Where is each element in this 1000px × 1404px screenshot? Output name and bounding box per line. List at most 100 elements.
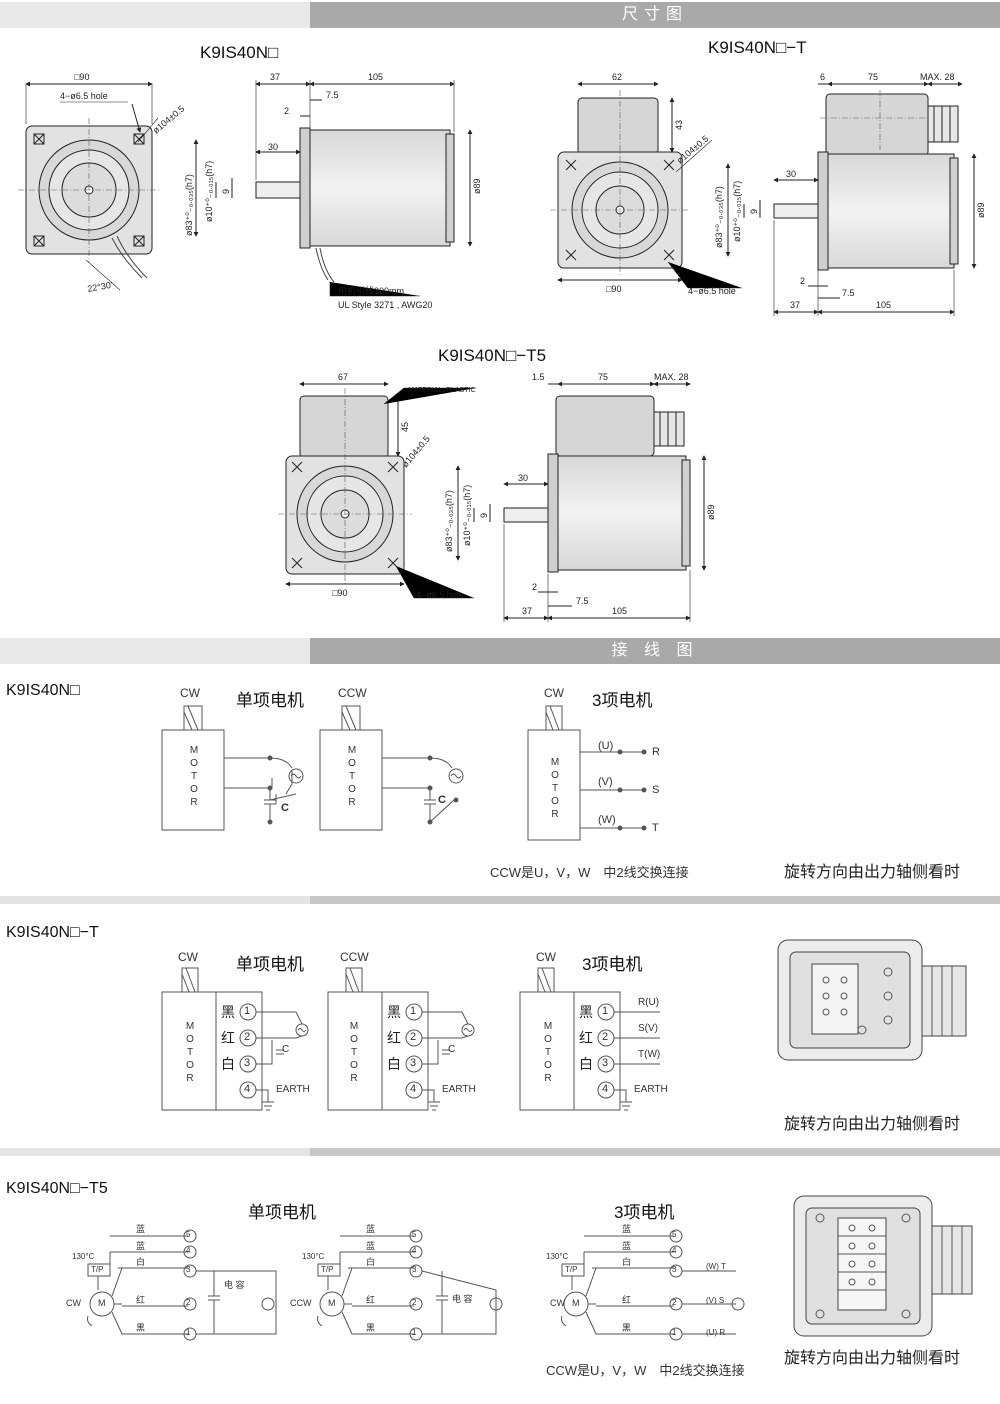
terminal-4: 4 — [412, 1246, 417, 1255]
terminal-w: (W) — [598, 814, 616, 826]
phase-ur: (U) R — [706, 1328, 726, 1337]
tp-label: T/P — [321, 1265, 334, 1274]
capacitor-cn: 电 容 — [452, 1294, 473, 1304]
dim-l75-t5: 7.5 — [576, 596, 589, 606]
terminal-4: 4 — [244, 1083, 251, 1095]
dimensions-header-label: 尺寸图 — [621, 6, 688, 23]
wire-blue: 蓝 — [622, 1241, 632, 1251]
wire-black: 黑 — [136, 1323, 146, 1333]
rotation-note: 旋转方向由出力轴侧看时 — [784, 864, 961, 881]
dim-d89: ø89 — [472, 178, 482, 194]
rotation-note: 旋转方向由出力轴侧看时 — [784, 1116, 961, 1133]
terminal-3: 3 — [244, 1057, 251, 1069]
model-title-t5: K9IS40N□−T5 — [438, 346, 547, 365]
terminal-2: 2 — [412, 1298, 417, 1307]
dim-k9-t: 9 — [749, 209, 759, 214]
wiring-header: 接 线 图 — [0, 638, 1000, 664]
dim-l2-t: 2 — [800, 276, 805, 286]
phase-ru: R(U) — [638, 997, 660, 1008]
motor-m: M — [572, 1298, 580, 1308]
dimensions-header: 尺寸图 — [0, 2, 1000, 28]
wire-black: 黑 — [221, 1004, 235, 1020]
phase-s: S — [652, 784, 660, 796]
dim-lead-cn: 电机引线300mm — [338, 285, 404, 296]
wire-white: 白 — [622, 1257, 632, 1267]
terminal-2: 2 — [672, 1298, 677, 1307]
dim-d10-t5: ø10⁺⁰₋₀.₀₁₅(h7) — [462, 485, 472, 546]
dim-w62: 62 — [612, 72, 622, 82]
dim-hole-t5: 4−ø6.5 hole — [416, 590, 464, 600]
capacitor-label: C — [281, 802, 289, 814]
label-single-motor: 单项电机 — [236, 691, 304, 710]
wire-white: 白 — [221, 1056, 235, 1072]
dim-l30-t: 30 — [786, 169, 796, 179]
terminal-3: 3 — [410, 1057, 417, 1069]
earth-label: EARTH — [276, 1084, 310, 1095]
dim-max28-t5: MAX. 28 — [654, 372, 689, 382]
dim-d83-t: ø83⁺⁰₋₀.₀₃₅(h7) — [714, 186, 724, 248]
temp-label: 130°C — [546, 1252, 569, 1261]
dim-pcd-t: ø104±0.5 — [675, 133, 711, 165]
model-title-base: K9IS40N□ — [200, 43, 279, 62]
front-view-t: 62 43 □90 4−ø6.5 hole ø104±0.5 — [550, 72, 742, 296]
wire-white: 白 — [366, 1257, 376, 1267]
dim-l75b-t5: 75 — [598, 372, 608, 382]
terminal-3: 3 — [602, 1057, 609, 1069]
label-cw-3ph: CW — [544, 686, 564, 700]
dim-k9-t5: 9 — [479, 513, 489, 518]
wire-blue: 蓝 — [136, 1224, 146, 1234]
terminal-v: (V) — [598, 776, 613, 788]
dim-hole-t: 4−ø6.5 hole — [688, 286, 736, 296]
wire-red: 红 — [136, 1295, 146, 1305]
wire-red: 红 — [366, 1295, 376, 1305]
phase-vs: (V) S — [706, 1296, 725, 1305]
label-cw: CW — [180, 686, 200, 700]
dim-l30: 30 — [268, 142, 278, 152]
label-cw: CW — [178, 950, 198, 964]
terminal-4: 4 — [410, 1083, 417, 1095]
label-cw-3ph: CW — [536, 950, 556, 964]
dim-l2-t5: 2 — [532, 582, 537, 592]
terminal-3: 3 — [672, 1265, 677, 1274]
ccw-note: CCW是U，V，W 中2线交换连接 — [546, 1363, 745, 1378]
wire-red: 红 — [622, 1295, 632, 1305]
terminal-2: 2 — [410, 1031, 417, 1043]
dim-k9: 9 — [221, 189, 231, 194]
wire-white: 白 — [579, 1056, 593, 1072]
label-cw: CW — [550, 1298, 565, 1308]
dim-h43: 43 — [674, 120, 684, 130]
label-cw: CW — [66, 1298, 81, 1308]
dim-l15: 1.5 — [532, 372, 545, 382]
dim-lead-en: UL Style 3271 , AWG20 — [338, 300, 432, 310]
wire-blue: 蓝 — [622, 1224, 632, 1234]
wire-blue: 蓝 — [136, 1241, 146, 1251]
label-single-motor: 单项电机 — [248, 1203, 316, 1222]
dim-l105: 105 — [368, 72, 383, 82]
wire-white: 白 — [136, 1257, 146, 1267]
terminal-u: (U) — [598, 740, 614, 752]
dim-l75-t: 7.5 — [842, 288, 855, 298]
wire-black: 黑 — [579, 1004, 593, 1020]
wire-red: 红 — [387, 1030, 401, 1046]
phase-t: T — [652, 822, 659, 834]
wire-red: 红 — [579, 1030, 593, 1046]
capacitor-label: C — [282, 1044, 290, 1055]
dim-pcd: ø104±0.5 — [151, 103, 187, 135]
terminal-5: 5 — [672, 1230, 677, 1239]
front-view-t5: 67 45 □90 4−ø6.5 hole ø104±0.5 MATERIAL:… — [278, 372, 476, 600]
capacitor-cn: 电 容 — [224, 1280, 245, 1290]
terminal-4: 4 — [186, 1246, 191, 1255]
phase-sv: S(V) — [638, 1023, 658, 1034]
terminal-1: 1 — [244, 1005, 251, 1017]
wiring-model-base: K9IS40N□ — [6, 682, 80, 699]
terminal-1: 1 — [412, 1328, 417, 1337]
earth-label: EARTH — [442, 1084, 476, 1095]
model-title-t: K9IS40N□−T — [708, 38, 807, 57]
terminal-4: 4 — [672, 1246, 677, 1255]
temp-label: 130°C — [302, 1252, 325, 1261]
dim-l30-t5: 30 — [518, 473, 528, 483]
